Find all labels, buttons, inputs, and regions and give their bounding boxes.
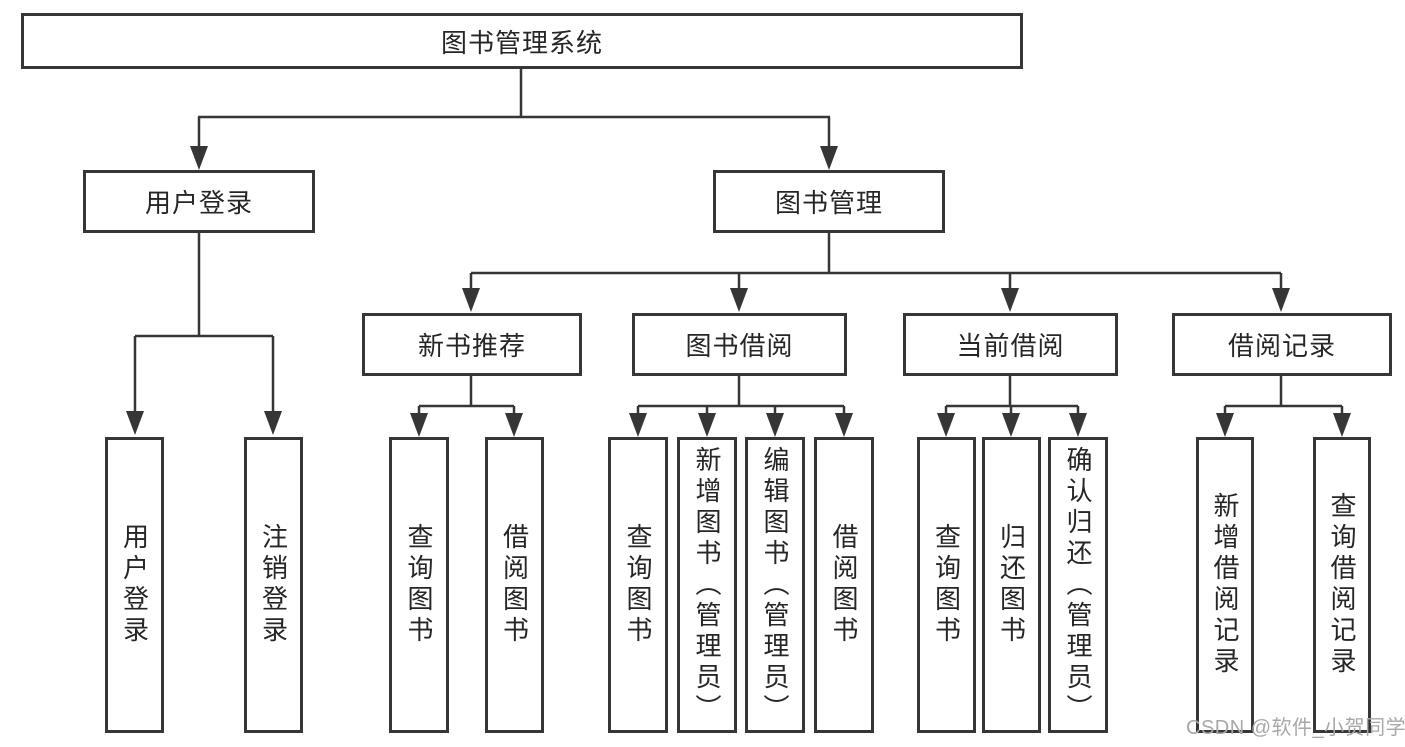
leaf-confirm-return-admin: 确认归还（管理员） xyxy=(1048,437,1108,733)
leaf-edit-book-admin-label: 编辑图书（管理员） xyxy=(760,445,790,725)
node-root: 图书管理系统 xyxy=(21,13,1023,69)
leaf-borrow-book-recommend-label: 借阅图书 xyxy=(499,523,530,647)
node-book-borrowing-label: 图书借阅 xyxy=(685,331,794,361)
leaf-return-book: 归还图书 xyxy=(982,437,1041,733)
leaf-query-book-current-label: 查询图书 xyxy=(931,523,962,647)
leaf-edit-book-admin: 编辑图书（管理员） xyxy=(745,437,805,733)
node-new-book-recommend: 新书推荐 xyxy=(362,313,582,376)
leaf-query-book-recommend: 查询图书 xyxy=(389,437,449,733)
leaf-add-book-admin-label: 新增图书（管理员） xyxy=(692,445,722,725)
leaf-borrow-book-label: 借阅图书 xyxy=(829,523,859,647)
node-current-borrowing: 当前借阅 xyxy=(903,313,1118,376)
leaf-add-borrow-record: 新增借阅记录 xyxy=(1196,437,1254,733)
node-book-management-label: 图书管理 xyxy=(774,188,883,218)
connector-strokes xyxy=(133,69,1344,415)
leaf-user-login: 用户登录 xyxy=(105,437,164,733)
leaf-user-login-label: 用户登录 xyxy=(119,523,150,647)
node-root-label: 图书管理系统 xyxy=(440,27,603,58)
node-book-borrowing: 图书借阅 xyxy=(632,313,847,376)
leaf-add-book-admin: 新增图书（管理员） xyxy=(677,437,737,733)
node-current-borrowing-label: 当前借阅 xyxy=(956,331,1065,361)
leaf-query-book-borrowing: 查询图书 xyxy=(608,437,668,733)
leaf-query-book-recommend-label: 查询图书 xyxy=(404,523,434,647)
leaf-confirm-return-admin-label: 确认归还（管理员） xyxy=(1063,445,1093,725)
arrowheads xyxy=(126,146,1351,437)
leaf-logout-label: 注销登录 xyxy=(258,523,289,647)
leaf-query-borrow-record-label: 查询借阅记录 xyxy=(1327,492,1357,678)
leaf-query-borrow-record: 查询借阅记录 xyxy=(1313,437,1371,733)
leaf-return-book-label: 归还图书 xyxy=(996,523,1027,647)
leaf-logout: 注销登录 xyxy=(244,437,303,733)
leaf-borrow-book: 借阅图书 xyxy=(814,437,874,733)
node-user-login: 用户登录 xyxy=(83,170,315,233)
leaf-borrow-book-recommend: 借阅图书 xyxy=(485,437,544,733)
leaf-query-book-current: 查询图书 xyxy=(917,437,976,733)
node-borrow-records-label: 借阅记录 xyxy=(1227,331,1336,361)
watermark: CSDN @软件_小贺同学 xyxy=(1186,717,1405,739)
node-book-management: 图书管理 xyxy=(713,170,945,233)
leaf-query-book-borrowing-label: 查询图书 xyxy=(623,523,653,647)
node-new-book-recommend-label: 新书推荐 xyxy=(417,331,526,361)
node-user-login-label: 用户登录 xyxy=(144,188,253,218)
leaf-add-borrow-record-label: 新增借阅记录 xyxy=(1210,492,1240,678)
node-borrow-records: 借阅记录 xyxy=(1172,313,1392,376)
